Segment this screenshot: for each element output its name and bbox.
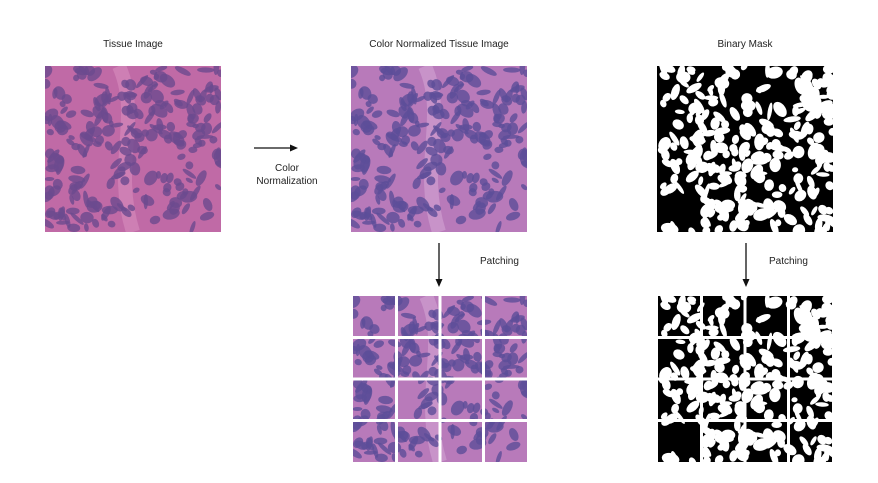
binary-mask-title: Binary Mask: [717, 39, 773, 50]
normalized-patch-grid: [353, 296, 527, 462]
color-normalization-label-line2: Normalization: [256, 176, 318, 187]
color-normalization-label: Color Normalization: [256, 162, 317, 188]
binary-mask-image: [657, 66, 833, 232]
color-normalization-label-line1: Color: [275, 163, 299, 174]
tissue-image: [45, 66, 221, 232]
mask-patch-grid: [658, 296, 832, 462]
patching-arrow-left: [435, 243, 443, 287]
normalized-tissue-image: [351, 66, 527, 232]
normalized-image-title: Color Normalized Tissue Image: [369, 39, 509, 50]
patching-label-right: Patching: [769, 256, 808, 267]
tissue-image-title: Tissue Image: [103, 39, 163, 50]
patching-arrow-right: [742, 243, 750, 287]
patching-label-left: Patching: [480, 256, 519, 267]
color-normalization-arrow: [254, 144, 298, 152]
